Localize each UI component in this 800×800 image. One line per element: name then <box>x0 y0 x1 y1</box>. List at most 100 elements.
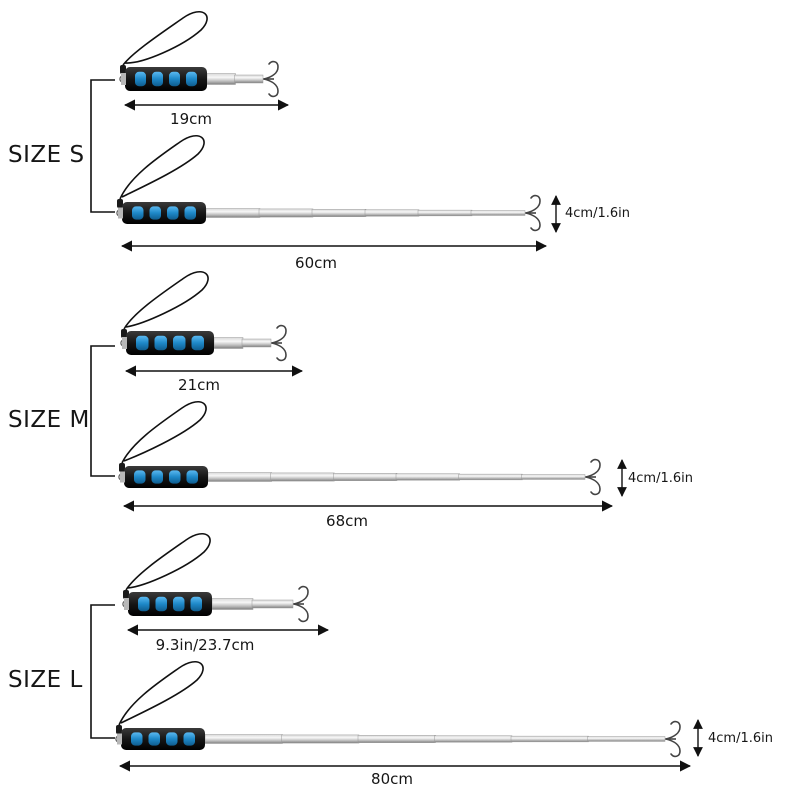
lanyard-strap <box>118 661 204 726</box>
lanyard-clasp <box>116 725 122 734</box>
grip-foam <box>125 67 207 91</box>
grip-foam <box>124 466 208 488</box>
grip-end-cap <box>120 471 125 483</box>
collapsed-gaff <box>120 271 304 377</box>
telescopic-tube-segment <box>211 598 254 610</box>
grip-foam <box>128 592 212 616</box>
grip-blue-inset <box>151 470 163 484</box>
telescopic-tube-segment <box>251 599 294 609</box>
grip-blue-inset <box>134 470 146 484</box>
telescopic-tube-segment <box>470 210 526 216</box>
grip-blue-inset <box>169 71 180 87</box>
collapsed-gaff <box>119 11 290 111</box>
lanyard-clasp <box>117 199 123 208</box>
telescopic-tube-segment <box>281 734 360 744</box>
telescopic-tube-segment <box>395 473 460 481</box>
grip-blue-inset <box>186 71 197 87</box>
grip-foam <box>122 202 206 224</box>
telescopic-tube-segment <box>311 209 367 217</box>
grip-blue-inset <box>183 732 195 746</box>
telescopic-tube-segment <box>204 734 283 744</box>
lanyard-clasp <box>120 65 126 74</box>
extended-gaff <box>115 661 703 772</box>
telescopic-tube-segment <box>510 735 589 743</box>
grip-foam <box>121 728 205 750</box>
grip-blue-inset <box>155 596 167 612</box>
lanyard-strap <box>119 135 205 200</box>
grip-blue-inset <box>191 335 204 351</box>
grip-blue-inset <box>154 335 167 351</box>
size-label-l: SIZE L <box>8 667 83 693</box>
hook-lower-barb <box>525 212 541 232</box>
hook-width-l: 4cm/1.6in <box>708 731 773 746</box>
lanyard-strap <box>125 533 211 591</box>
size-group-l <box>90 533 703 772</box>
telescopic-tube-segment <box>458 473 523 481</box>
size-label-m: SIZE M <box>8 407 90 433</box>
grip-blue-inset <box>167 206 179 220</box>
hook-upper-barb <box>263 60 279 80</box>
size-bracket <box>90 604 115 739</box>
grip-blue-inset <box>190 596 202 612</box>
collapsed-length-s: 19cm <box>170 110 212 128</box>
grip-foam <box>126 331 214 355</box>
grip-blue-inset <box>131 732 143 746</box>
grip-blue-inset <box>149 206 161 220</box>
hook-lower-barb <box>293 603 309 623</box>
grip-blue-inset <box>186 470 198 484</box>
grip-end-cap <box>122 337 127 349</box>
grip-blue-inset <box>138 596 150 612</box>
size-group-s <box>90 11 561 252</box>
lanyard-clasp <box>121 329 127 338</box>
grip-end-cap <box>117 733 122 745</box>
hook-upper-barb <box>293 585 309 605</box>
extended-gaff <box>116 135 561 252</box>
grip-blue-inset <box>169 470 181 484</box>
grip-end-cap <box>118 207 123 219</box>
extended-gaff <box>118 401 627 512</box>
size-bracket <box>90 345 115 477</box>
grip-end-cap <box>124 598 129 610</box>
telescopic-tube-segment <box>434 735 513 743</box>
hook-upper-barb <box>665 720 681 740</box>
telescopic-tube-segment <box>521 474 586 480</box>
grip-blue-inset <box>148 732 160 746</box>
grip-blue-inset <box>166 732 178 746</box>
telescopic-tube-segment <box>207 472 272 482</box>
hook-upper-barb <box>271 324 287 344</box>
hook-upper-barb <box>525 194 541 214</box>
hook-width-m: 4cm/1.6in <box>628 471 693 486</box>
hook-lower-barb <box>585 476 601 496</box>
telescopic-tube-segment <box>205 208 261 218</box>
grip-blue-inset <box>132 206 144 220</box>
hook-lower-barb <box>665 738 681 758</box>
telescopic-tube-segment <box>357 735 436 743</box>
extended-length-s: 60cm <box>295 254 337 272</box>
telescopic-tube-segment <box>364 209 420 217</box>
hook-width-s: 4cm/1.6in <box>565 206 630 221</box>
collapsed-gaff <box>122 533 330 636</box>
size-bracket <box>90 79 115 213</box>
lanyard-strap <box>121 401 207 464</box>
size-group-m <box>90 271 627 512</box>
collapsed-length-l: 9.3in/23.7cm <box>155 636 255 654</box>
lanyard-strap <box>123 271 209 330</box>
grip-blue-inset <box>152 71 163 87</box>
extended-length-m: 68cm <box>326 512 368 530</box>
hook-lower-barb <box>263 78 279 98</box>
size-label-s: SIZE S <box>8 142 85 168</box>
hook-lower-barb <box>271 342 287 362</box>
telescopic-tube-segment <box>417 209 473 217</box>
telescopic-tube-segment <box>213 337 244 349</box>
collapsed-length-m: 21cm <box>178 376 220 394</box>
grip-blue-inset <box>135 71 146 87</box>
lanyard-strap <box>122 11 208 66</box>
grip-blue-inset <box>184 206 196 220</box>
lanyard-clasp <box>123 590 129 599</box>
extended-length-l: 80cm <box>371 770 413 788</box>
grip-blue-inset <box>173 596 185 612</box>
telescopic-tube-segment <box>270 472 335 482</box>
telescopic-tube-segment <box>241 338 272 348</box>
